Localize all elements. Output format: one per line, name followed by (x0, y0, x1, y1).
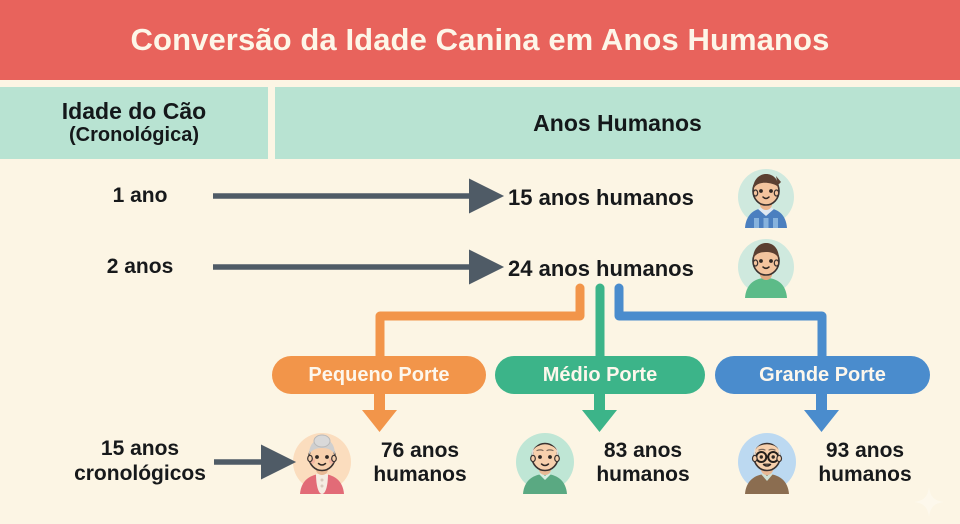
column-header-dog-age: Idade do Cão (Cronológica) (0, 87, 268, 159)
column-header-human-years: Anos Humanos (275, 87, 960, 159)
elderly-man-glasses-avatar (735, 430, 799, 499)
size-pill-small[interactable]: Pequeno Porte (272, 356, 486, 394)
column-header-dog-age-line1: Idade do Cão (61, 97, 207, 124)
result-medium-size: 83 anos humanos (578, 439, 708, 487)
result-small-size: 76 anos humanos (355, 439, 485, 487)
down-arrow-small (362, 392, 397, 432)
size-pill-medium[interactable]: Médio Porte (495, 356, 705, 394)
dog-age-bottom-line1: 15 anos (100, 437, 180, 460)
elderly-man-avatar (513, 430, 577, 499)
down-arrow-medium (582, 392, 617, 432)
dog-age-bottom-row: 15 anos cronológicos (40, 437, 240, 487)
result-large-line1: 93 anos (825, 439, 905, 462)
page-title: Conversão da Idade Canina em Anos Humano… (130, 22, 830, 57)
elderly-woman-avatar (290, 430, 354, 499)
result-small-line1: 76 anos (380, 439, 460, 462)
result-small-line2: humanos (373, 463, 467, 487)
human-years-row-1: 15 anos humanos (508, 185, 694, 210)
dog-age-row-2: 2 anos (106, 255, 174, 278)
result-large-line2: humanos (818, 463, 912, 487)
result-medium-line2: humanos (596, 463, 690, 487)
down-arrow-large (804, 392, 839, 432)
result-medium-line1: 83 anos (603, 439, 683, 462)
size-pill-small-label: Pequeno Porte (308, 363, 450, 386)
size-pill-large[interactable]: Grande Porte (715, 356, 930, 394)
size-pill-large-label: Grande Porte (759, 363, 886, 386)
young-man-avatar (735, 236, 797, 303)
human-years-row-2: 24 anos humanos (508, 256, 694, 281)
dog-age-bottom-line2: cronológicos (74, 461, 206, 485)
result-large-size: 93 anos humanos (800, 439, 930, 487)
column-header-dog-age-line2: (Cronológica) (69, 124, 199, 147)
dog-age-row-1: 1 ano (112, 184, 168, 207)
size-pill-medium-label: Médio Porte (542, 363, 658, 386)
column-header-human-years-label: Anos Humanos (533, 109, 702, 136)
teen-boy-avatar (735, 166, 797, 233)
sparkle-watermark-icon (912, 485, 946, 524)
title-banner: Conversão da Idade Canina em Anos Humano… (0, 0, 960, 80)
